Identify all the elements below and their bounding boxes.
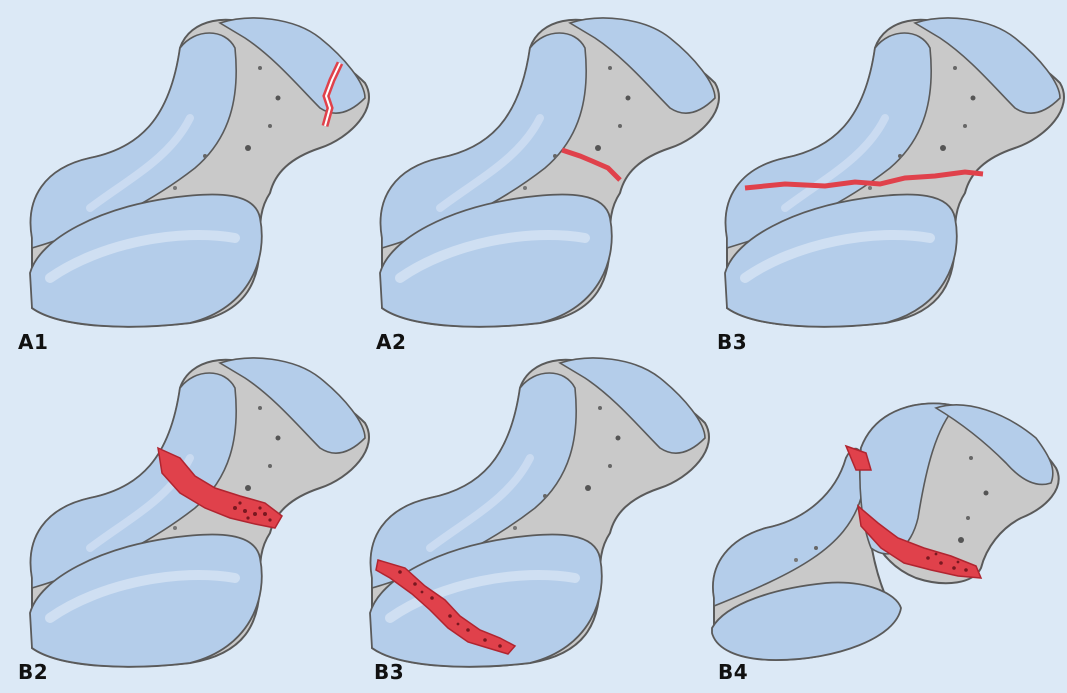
bone-body bbox=[370, 358, 709, 667]
panel-b3-bottom: B3 bbox=[360, 348, 710, 678]
panel-label: B3 bbox=[717, 330, 747, 354]
bone-body bbox=[725, 18, 1064, 327]
panel-label: B3 bbox=[374, 660, 404, 684]
bone-body-proximal bbox=[860, 403, 1059, 583]
panel-b3-top: B3 bbox=[715, 8, 1065, 338]
panel-b2: B2 bbox=[20, 348, 370, 678]
bone-illustration bbox=[706, 398, 1056, 678]
bone-illustration bbox=[360, 348, 710, 678]
bone-body bbox=[30, 358, 369, 667]
bone-body bbox=[30, 18, 369, 327]
bone-body bbox=[380, 18, 719, 327]
bone-illustration bbox=[20, 348, 370, 678]
panel-label: B2 bbox=[18, 660, 48, 684]
bone-illustration bbox=[715, 8, 1065, 338]
panel-b4: B4 bbox=[706, 398, 1056, 678]
bone-illustration bbox=[20, 8, 370, 338]
bone-illustration bbox=[370, 8, 720, 338]
panel-a1: A1 bbox=[20, 8, 370, 338]
panel-label: B4 bbox=[718, 660, 748, 684]
panel-a2: A2 bbox=[370, 8, 720, 338]
